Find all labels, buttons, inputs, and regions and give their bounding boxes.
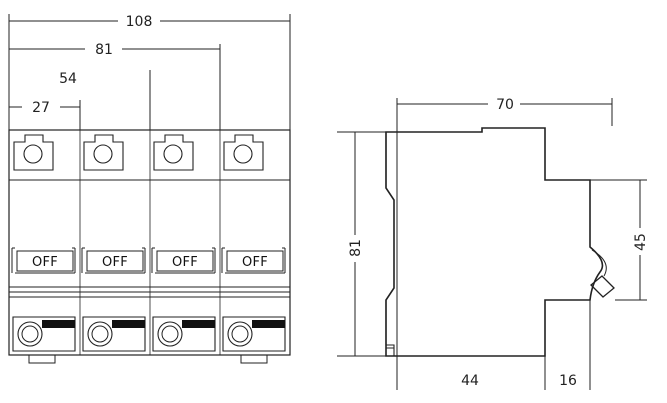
screw-head-icon bbox=[233, 144, 253, 164]
top-terminal-screw-icon bbox=[83, 134, 124, 171]
switch-handle-frame bbox=[81, 247, 146, 273]
dim-81-label: 81 bbox=[95, 42, 113, 58]
breaker-body-front bbox=[8, 129, 291, 356]
dim-27-label: 27 bbox=[32, 100, 50, 116]
bottom-terminal-screw-icon bbox=[12, 316, 76, 352]
switch-handle-frame bbox=[221, 247, 286, 273]
pole-1: OFF bbox=[11, 134, 76, 352]
screw-head-icon bbox=[157, 321, 183, 347]
pole-2: OFF bbox=[81, 134, 146, 352]
side-dim-81-label: 81 bbox=[348, 239, 364, 257]
top-terminal-screw-icon bbox=[153, 134, 194, 171]
bottom-terminal-screw-icon bbox=[222, 316, 286, 352]
bottom-terminal-screw-icon bbox=[152, 316, 216, 352]
mounting-feet bbox=[28, 354, 268, 364]
side-dim-44-label: 44 bbox=[461, 373, 479, 389]
din-clip bbox=[590, 275, 615, 298]
pole-4-off-label: OFF bbox=[242, 255, 268, 270]
front-dimension-lines bbox=[8, 14, 291, 355]
front-view: OFF OFF OFF bbox=[8, 14, 291, 364]
side-notch-lower bbox=[385, 287, 395, 356]
top-terminal-screw-icon bbox=[223, 134, 264, 171]
dim-108-label: 108 bbox=[126, 14, 153, 30]
pole-2-off-label: OFF bbox=[102, 255, 128, 270]
screw-head-icon bbox=[23, 144, 43, 164]
screw-head-icon bbox=[227, 321, 253, 347]
pole-1-off-label: OFF bbox=[32, 255, 58, 270]
bottom-terminal-screw-icon bbox=[82, 316, 146, 352]
switch-handle-frame bbox=[151, 247, 216, 273]
screw-head-icon bbox=[163, 144, 183, 164]
pole-3: OFF bbox=[151, 134, 216, 352]
screw-head-icon bbox=[93, 144, 113, 164]
top-terminal-screw-icon bbox=[13, 134, 54, 171]
side-view: 70 81 45 44 16 bbox=[337, 97, 649, 390]
side-dim-70-label: 70 bbox=[496, 97, 514, 113]
pole-3-off-label: OFF bbox=[172, 255, 198, 270]
breaker-body-side bbox=[385, 127, 604, 357]
side-dim-45-label: 45 bbox=[633, 233, 649, 251]
side-notch-upper bbox=[385, 132, 395, 201]
pole-4: OFF bbox=[221, 134, 286, 352]
dim-54-label: 54 bbox=[59, 71, 77, 87]
switch-handle-frame bbox=[11, 247, 76, 273]
side-dim-16-label: 16 bbox=[559, 373, 577, 389]
screw-head-icon bbox=[87, 321, 113, 347]
side-dimension-lines bbox=[337, 98, 647, 390]
screw-head-icon bbox=[17, 321, 43, 347]
